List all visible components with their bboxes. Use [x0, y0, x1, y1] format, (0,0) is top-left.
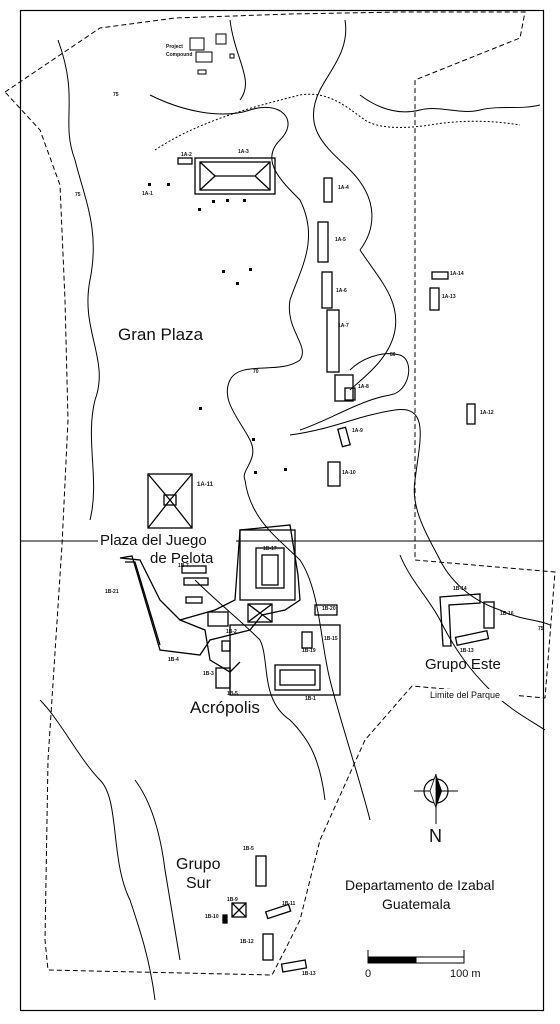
- svg-text:1B-4: 1B-4: [168, 657, 179, 663]
- svg-text:1A-12: 1A-12: [480, 410, 494, 416]
- label-backing: [428, 689, 516, 701]
- structure-1a9: [337, 426, 351, 448]
- project-compound-label: Project: [166, 44, 183, 50]
- structure-1a3: [194, 157, 276, 195]
- structure-1a2: [177, 157, 193, 165]
- svg-text:1B-10: 1B-10: [205, 914, 219, 920]
- svg-text:1A-10: 1A-10: [342, 470, 356, 476]
- area-label-grupo-sur: Grupo: [176, 856, 221, 873]
- structure-1a6: [321, 271, 333, 309]
- park-boundary: [4, 11, 556, 976]
- svg-text:1A-4: 1A-4: [338, 185, 349, 191]
- svg-text:75: 75: [538, 626, 544, 632]
- trail-line: [154, 93, 521, 151]
- svg-text:1B-3: 1B-3: [203, 671, 214, 677]
- svg-text:1B-12: 1B-12: [240, 939, 254, 945]
- grupo-este-structures: [439, 593, 495, 647]
- area-label-gran-plaza: Gran Plaza: [118, 325, 204, 344]
- svg-text:1A-1: 1A-1: [142, 191, 153, 197]
- structure-labels: 1A-1 1A-2 1A-3 1A-4 1A-5 1A-6 1A-7 1A-8 …: [105, 149, 514, 977]
- svg-text:1B-11: 1B-11: [282, 901, 296, 907]
- structures-gran-plaza: [177, 157, 476, 487]
- area-label-plaza-juego: de Pelota: [150, 550, 214, 567]
- structure-1a13: [429, 287, 440, 311]
- structure-1a14: [431, 271, 449, 280]
- svg-text:1B-15: 1B-15: [324, 636, 338, 642]
- svg-text:1A-9: 1A-9: [352, 428, 363, 434]
- svg-text:1B-13: 1B-13: [460, 648, 474, 654]
- svg-text:1A-3: 1A-3: [238, 149, 249, 155]
- svg-text:1B-5: 1B-5: [227, 691, 238, 697]
- north-label: N: [429, 826, 442, 846]
- svg-text:1B-16: 1B-16: [500, 611, 514, 617]
- svg-text:75: 75: [75, 192, 81, 198]
- svg-text:1B-21: 1B-21: [105, 589, 119, 595]
- country-label: Guatemala: [382, 896, 451, 912]
- svg-text:1B-9: 1B-9: [227, 897, 238, 903]
- structure-1a12: [466, 403, 476, 425]
- svg-text:1A-11: 1A-11: [197, 482, 214, 488]
- svg-text:80: 80: [390, 352, 396, 358]
- scale-bar: [367, 950, 465, 964]
- structure-1a5: [317, 221, 329, 263]
- svg-text:1A-13: 1A-13: [442, 294, 456, 300]
- area-label-acropolis: Acrópolis: [190, 698, 260, 717]
- area-label-plaza-juego: Plaza del Juego: [100, 532, 207, 549]
- area-label-grupo-este: Grupo Este: [425, 656, 501, 673]
- department-label: Departamento de Izabal: [345, 877, 494, 893]
- project-compound: [189, 33, 235, 75]
- svg-text:1B-17: 1B-17: [263, 546, 277, 552]
- svg-text:1A-5: 1A-5: [335, 237, 346, 243]
- structure-1a4: [323, 177, 333, 203]
- structure-1a7: [326, 309, 340, 373]
- svg-text:1B-19: 1B-19: [302, 648, 316, 654]
- svg-text:1B-5: 1B-5: [243, 846, 254, 852]
- svg-text:75: 75: [113, 92, 119, 98]
- north-arrow-icon: [414, 773, 458, 824]
- svg-text:1A-2: 1A-2: [181, 152, 192, 158]
- area-label-grupo-sur: Sur: [186, 875, 212, 892]
- svg-text:1B-7: 1B-7: [178, 563, 189, 569]
- contour-lines: [39, 19, 551, 1001]
- project-compound-label: Compound: [166, 52, 192, 58]
- scale-end-label: 100 m: [450, 968, 481, 980]
- svg-text:1A-6: 1A-6: [336, 288, 347, 294]
- svg-text:1B-20: 1B-20: [322, 606, 336, 612]
- stela-markers: [148, 183, 287, 474]
- grupo-sur-structures: [222, 855, 308, 973]
- svg-text:1B-14: 1B-14: [453, 586, 467, 592]
- svg-text:70: 70: [253, 369, 259, 375]
- svg-text:1A-8: 1A-8: [358, 384, 369, 390]
- structure-1a11: [147, 473, 193, 529]
- svg-text:1A-14: 1A-14: [450, 271, 464, 277]
- structure-1a10: [327, 461, 341, 487]
- contour-labels: 75 75 80 70 75: [75, 92, 544, 632]
- svg-text:1B-2: 1B-2: [226, 629, 237, 635]
- svg-text:1B-13: 1B-13: [302, 971, 316, 977]
- label-backing: [98, 531, 236, 551]
- park-limit-label: Limite del Parque: [430, 690, 500, 700]
- acropolis-complex: [119, 524, 341, 696]
- scale-start-label: 0: [365, 968, 371, 980]
- svg-text:1B-1: 1B-1: [305, 696, 316, 702]
- svg-text:1A-7: 1A-7: [338, 323, 349, 329]
- map-frame: [19, 9, 545, 1012]
